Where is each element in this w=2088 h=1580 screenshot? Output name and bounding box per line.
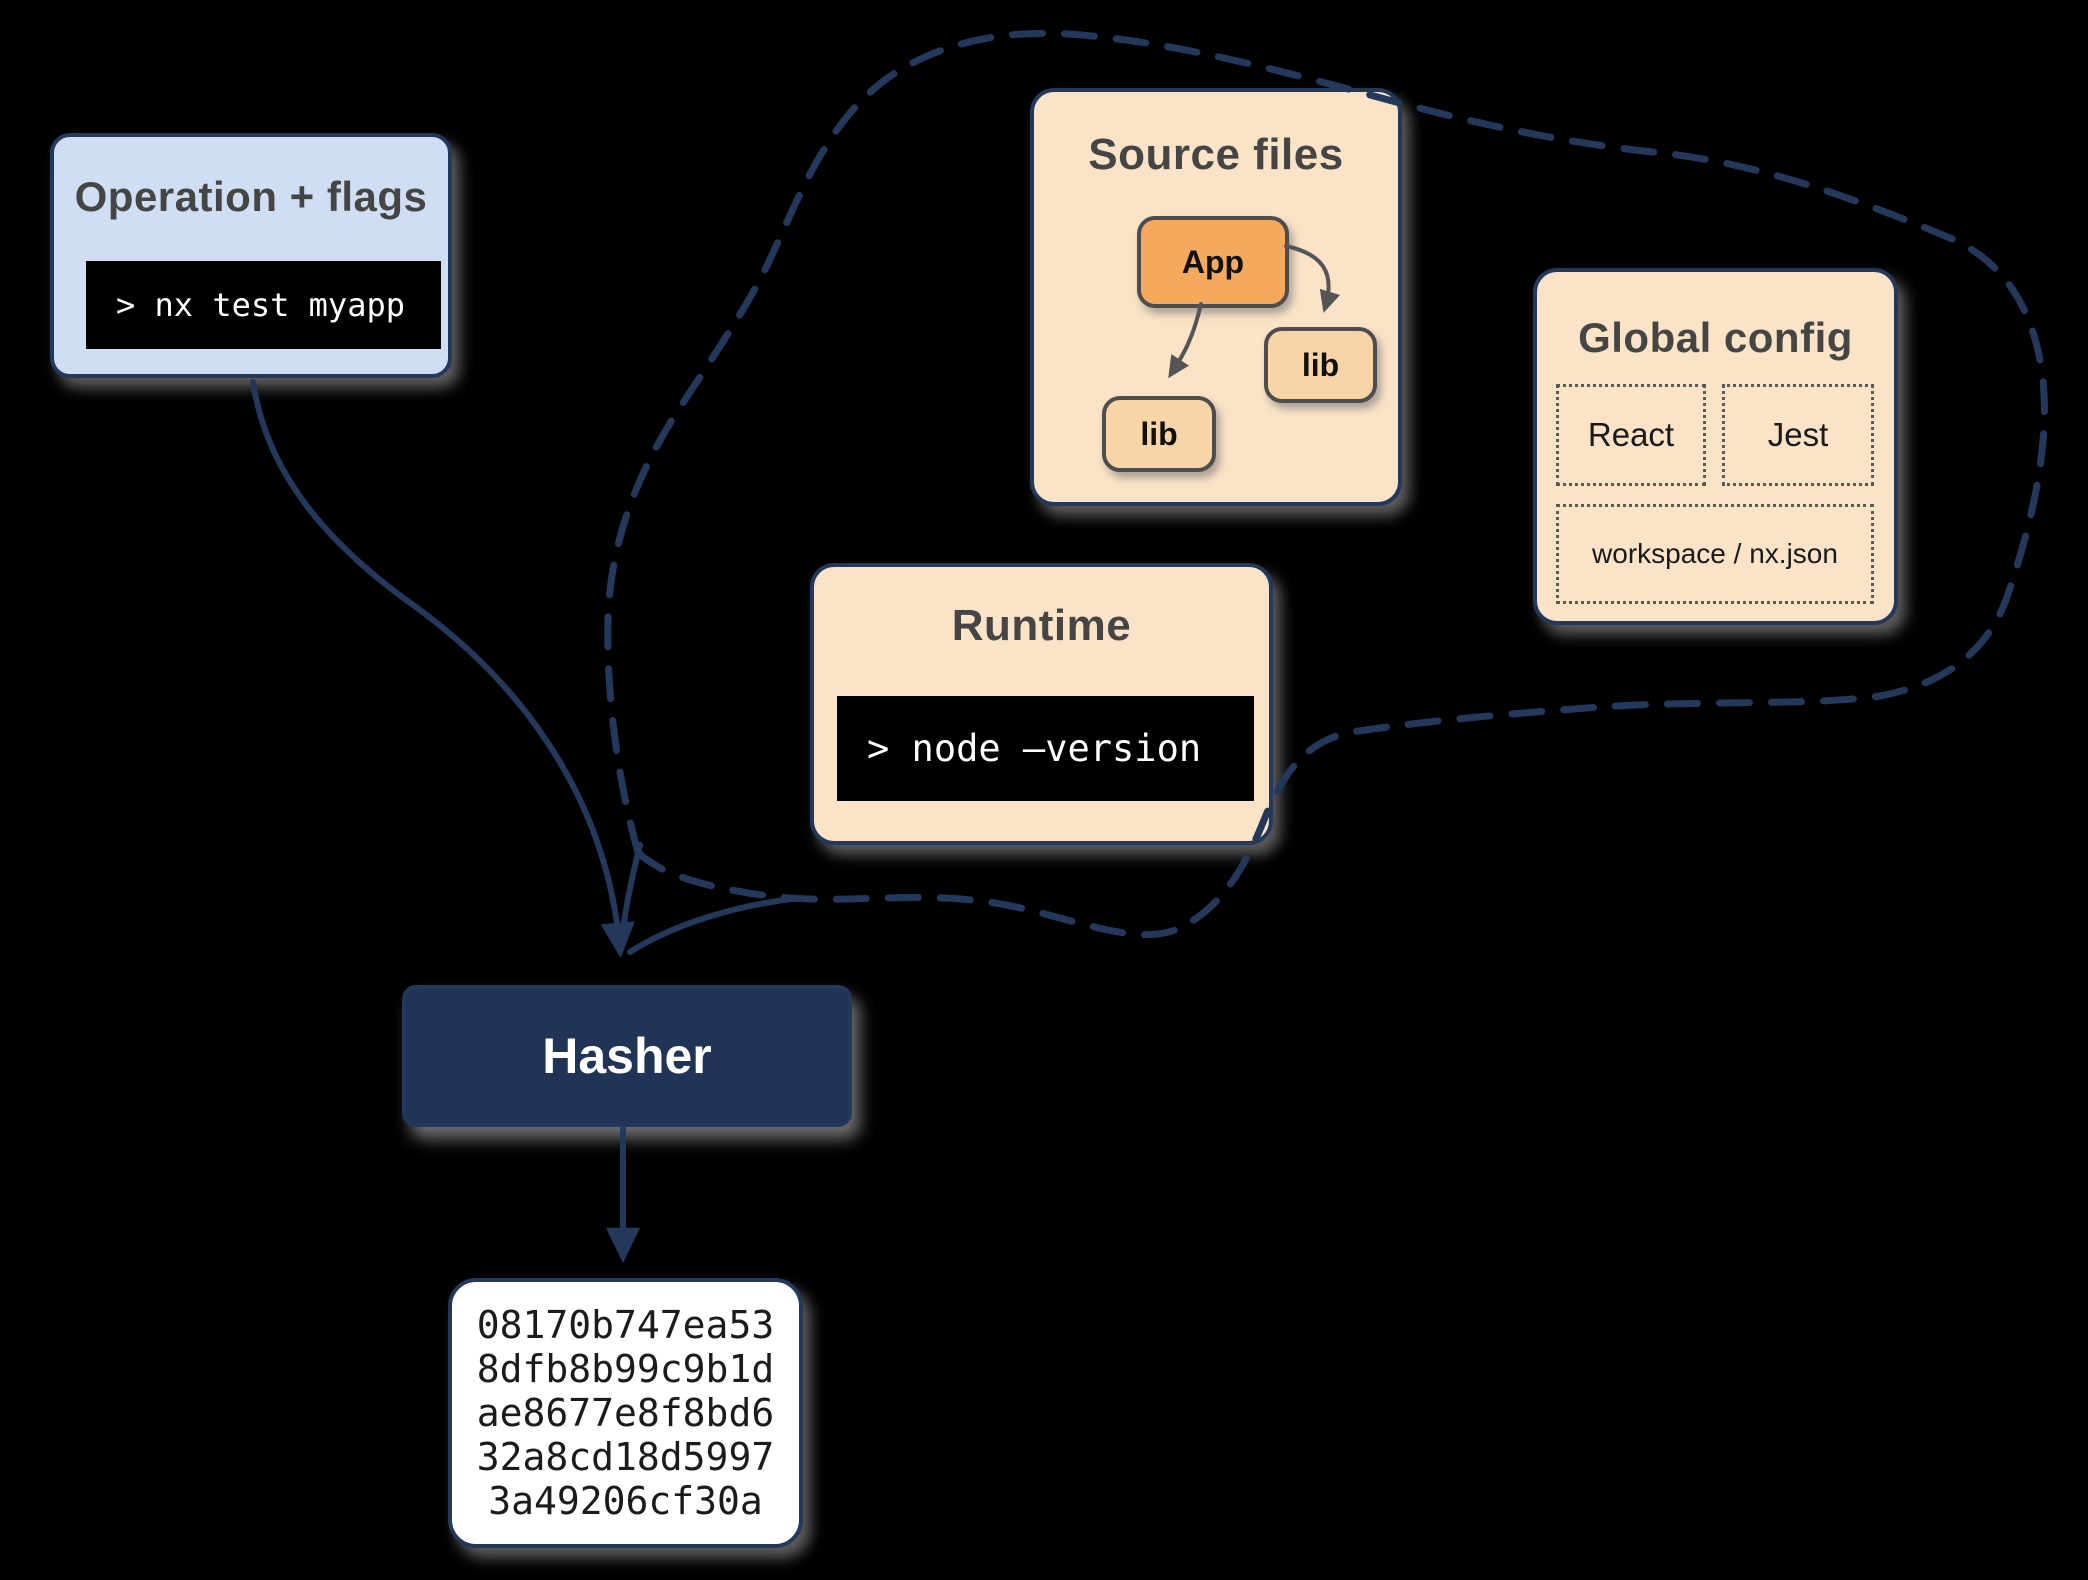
global-config-box: Global config React Jest workspace / nx.… bbox=[1533, 268, 1898, 625]
config-item-react: React bbox=[1556, 384, 1706, 486]
config-item-jest: Jest bbox=[1722, 384, 1874, 486]
hasher-box: Hasher bbox=[402, 985, 852, 1127]
config-item-react-label: React bbox=[1587, 416, 1675, 453]
hash-line: 32a8cd18d5997 bbox=[476, 1435, 775, 1479]
arrow-operation-to-hasher bbox=[250, 379, 635, 959]
operation-flags-box: Operation + flags > nx test myapp bbox=[50, 133, 452, 378]
config-item-workspace-nxjson: workspace / nx.json bbox=[1556, 504, 1874, 604]
lib-node-left: lib bbox=[1102, 396, 1216, 472]
operation-command-terminal: > nx test myapp bbox=[86, 261, 441, 349]
runtime-title: Runtime bbox=[951, 601, 1132, 650]
app-node-label: App bbox=[1181, 243, 1245, 280]
arrow-cloud-to-hasher-right-strand bbox=[627, 895, 803, 955]
lib-node-left-label: lib bbox=[1140, 415, 1178, 452]
operation-flags-title: Operation + flags bbox=[74, 173, 428, 220]
hash-output-box: 08170b747ea53 8dfb8b99c9b1d ae8677e8f8bd… bbox=[448, 1278, 803, 1548]
source-files-box: Source files App lib lib bbox=[1030, 88, 1402, 506]
hash-line: ae8677e8f8bd6 bbox=[476, 1391, 775, 1435]
source-files-title: Source files bbox=[1088, 130, 1344, 179]
lib-node-right-label: lib bbox=[1301, 346, 1340, 383]
runtime-command-terminal: > node –version bbox=[837, 696, 1254, 801]
config-item-workspace-label: workspace / nx.json bbox=[1592, 538, 1838, 569]
hash-line: 08170b747ea53 bbox=[476, 1303, 775, 1347]
runtime-command-text: > node –version bbox=[867, 727, 1202, 770]
hash-line: 8dfb8b99c9b1d bbox=[476, 1347, 775, 1391]
runtime-box: Runtime > node –version bbox=[810, 563, 1273, 845]
operation-command-text: > nx test myapp bbox=[116, 286, 405, 324]
lib-node-right: lib bbox=[1264, 327, 1377, 403]
app-node: App bbox=[1137, 216, 1289, 308]
config-item-jest-label: Jest bbox=[1767, 416, 1829, 453]
global-config-title: Global config bbox=[1578, 314, 1853, 361]
arrow-cloud-to-hasher-left-strand bbox=[618, 842, 643, 951]
hasher-label: Hasher bbox=[542, 1028, 712, 1084]
hash-line: 3a49206cf30a bbox=[488, 1479, 763, 1523]
